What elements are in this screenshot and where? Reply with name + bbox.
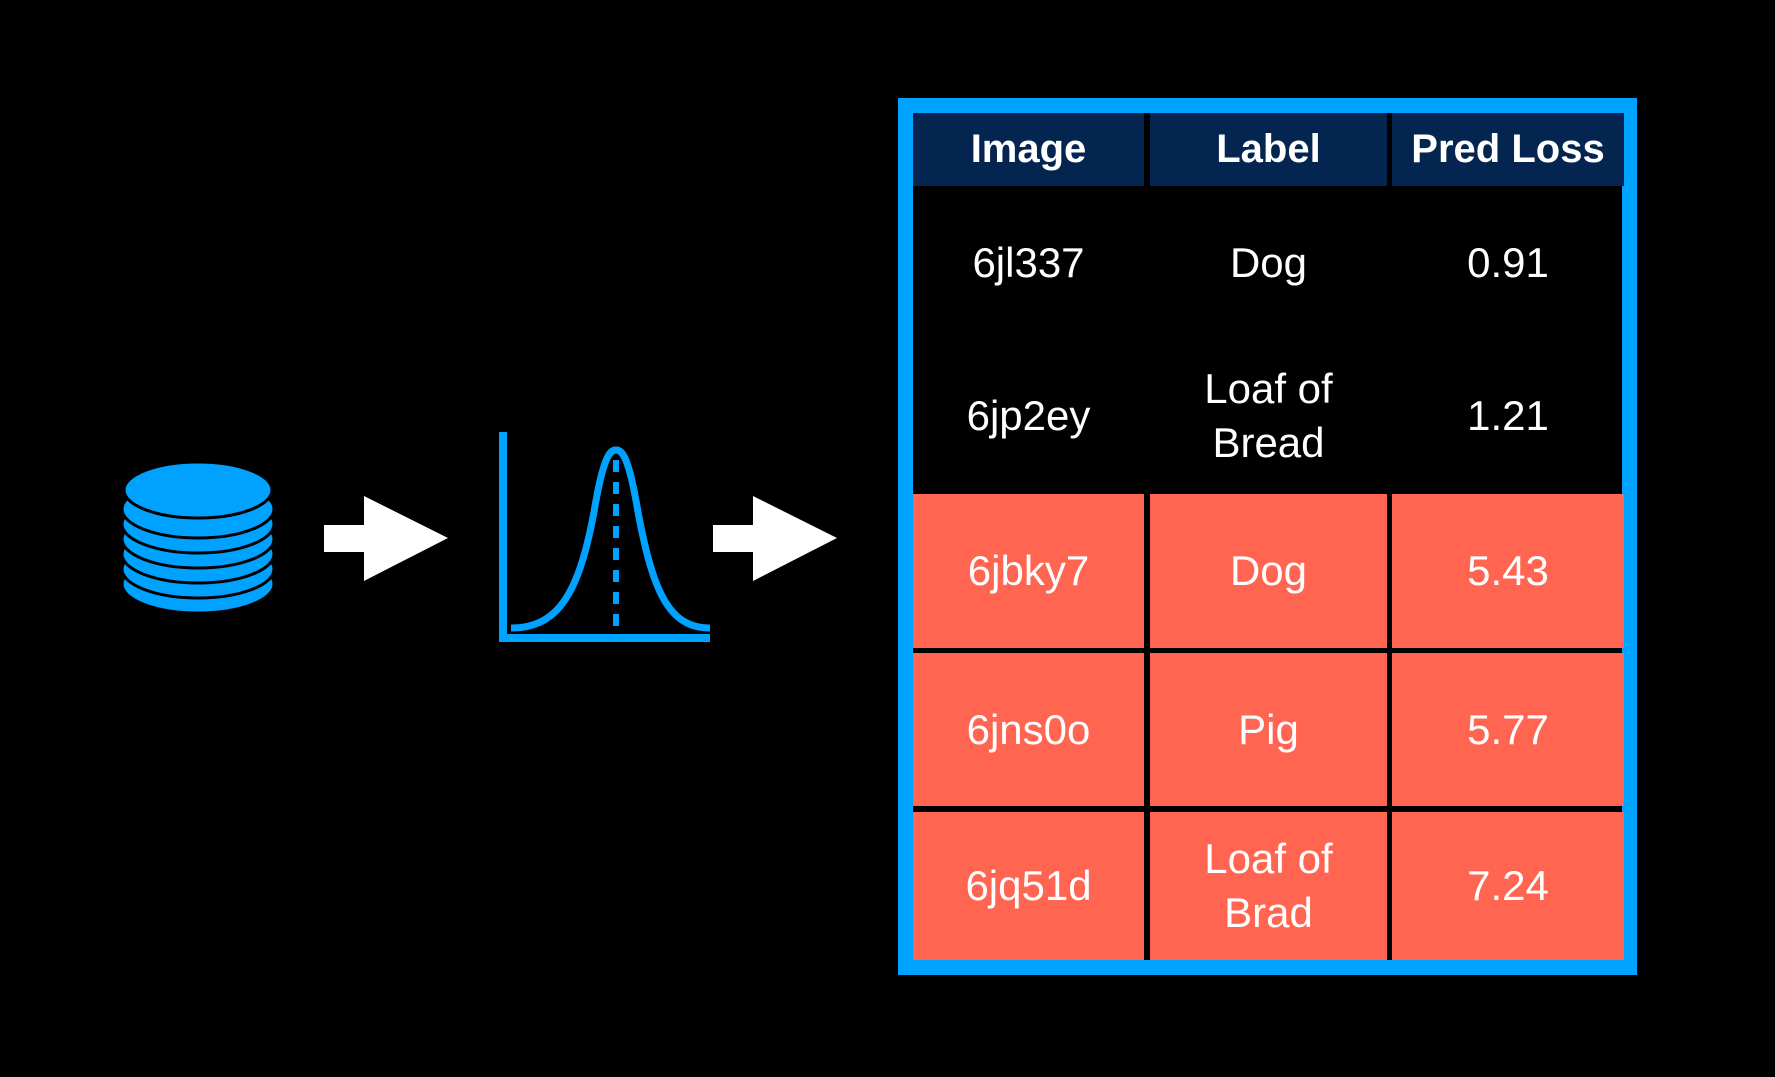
normal-distribution-icon: [499, 432, 711, 642]
column-header-image: Image: [913, 113, 1144, 186]
table-cell-loss: 1.21: [1467, 392, 1549, 440]
table-cell-image: 6jp2ey: [966, 392, 1091, 440]
table-cell-image: 6jl337: [972, 238, 1085, 286]
table-cell-label: Dog: [1229, 238, 1308, 286]
table-cell-image: 6jq51d: [913, 812, 1144, 960]
arrow-right-icon: [324, 496, 448, 581]
column-header-label: Label: [1150, 113, 1387, 186]
table-cell-loss: 5.77: [1392, 653, 1624, 806]
table-cell-image: 6jbky7: [913, 494, 1144, 648]
column-header-loss: Pred Loss: [1392, 113, 1624, 186]
table-cell-loss: 5.43: [1392, 494, 1624, 648]
database-icon: [120, 460, 276, 615]
table-cell-label: Dog: [1150, 494, 1387, 648]
table-cell-loss: 0.91: [1467, 238, 1549, 286]
prediction-loss-table: Image Label Pred Loss 6jl337 Dog 0.91 6j…: [898, 98, 1637, 975]
table-cell-label: Loaf of Brad: [1150, 812, 1387, 960]
table-cell-image: 6jns0o: [913, 653, 1144, 806]
arrow-right-icon: [713, 496, 837, 581]
table-cell-loss: 7.24: [1392, 812, 1624, 960]
table-cell-label: Loaf of Bread: [1204, 365, 1333, 466]
table-cell-label: Pig: [1150, 653, 1387, 806]
